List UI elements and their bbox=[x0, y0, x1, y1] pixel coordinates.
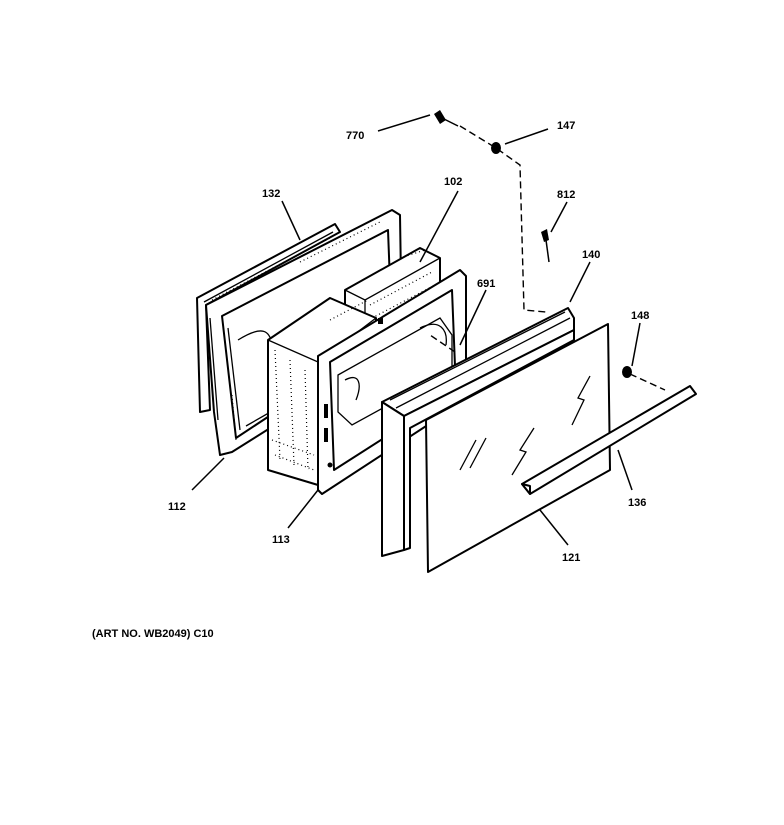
screw-icon bbox=[434, 110, 459, 127]
washer-icon bbox=[491, 142, 501, 154]
callout-147: 147 bbox=[557, 120, 575, 132]
callout-691: 691 bbox=[477, 278, 495, 290]
callout-113: 113 bbox=[272, 534, 290, 546]
door-trim-strip bbox=[521, 385, 697, 495]
callout-812: 812 bbox=[557, 189, 575, 201]
callout-148: 148 bbox=[631, 310, 649, 322]
callout-121: 121 bbox=[562, 552, 580, 564]
assembly-lines bbox=[429, 125, 666, 391]
callout-102: 102 bbox=[444, 176, 462, 188]
callout-112: 112 bbox=[168, 501, 186, 513]
art-number-note: (ART NO. WB2049) C10 bbox=[92, 628, 214, 640]
outer-door-frame bbox=[381, 307, 575, 557]
screw-812-icon bbox=[541, 229, 550, 263]
door-glass-panel bbox=[425, 323, 611, 573]
callout-140: 140 bbox=[582, 249, 600, 261]
callout-132: 132 bbox=[262, 188, 280, 200]
callout-136: 136 bbox=[628, 497, 646, 509]
callout-770: 770 bbox=[346, 130, 364, 142]
nut-icon bbox=[622, 366, 632, 378]
leader-lines bbox=[191, 114, 641, 546]
